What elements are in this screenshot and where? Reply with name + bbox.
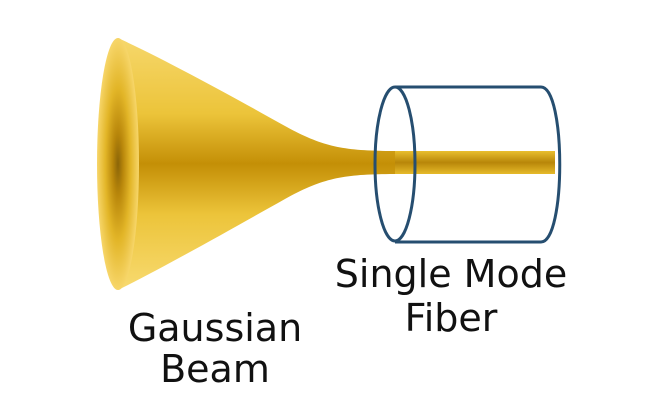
fiber-front-face (373, 85, 417, 243)
gaussian-beam-label-line1: Gaussian (128, 306, 302, 350)
fiber-cylinder-body (395, 85, 562, 244)
gaussian-beam-label-line2: Beam (160, 347, 270, 391)
fiber-label-line2: Fiber (405, 296, 498, 340)
gaussian-beam-horn (118, 38, 400, 290)
gaussian-beam-mouth (97, 38, 139, 290)
fiber-core-beam (395, 151, 555, 174)
fiber-label-line1: Single Mode (335, 252, 567, 296)
